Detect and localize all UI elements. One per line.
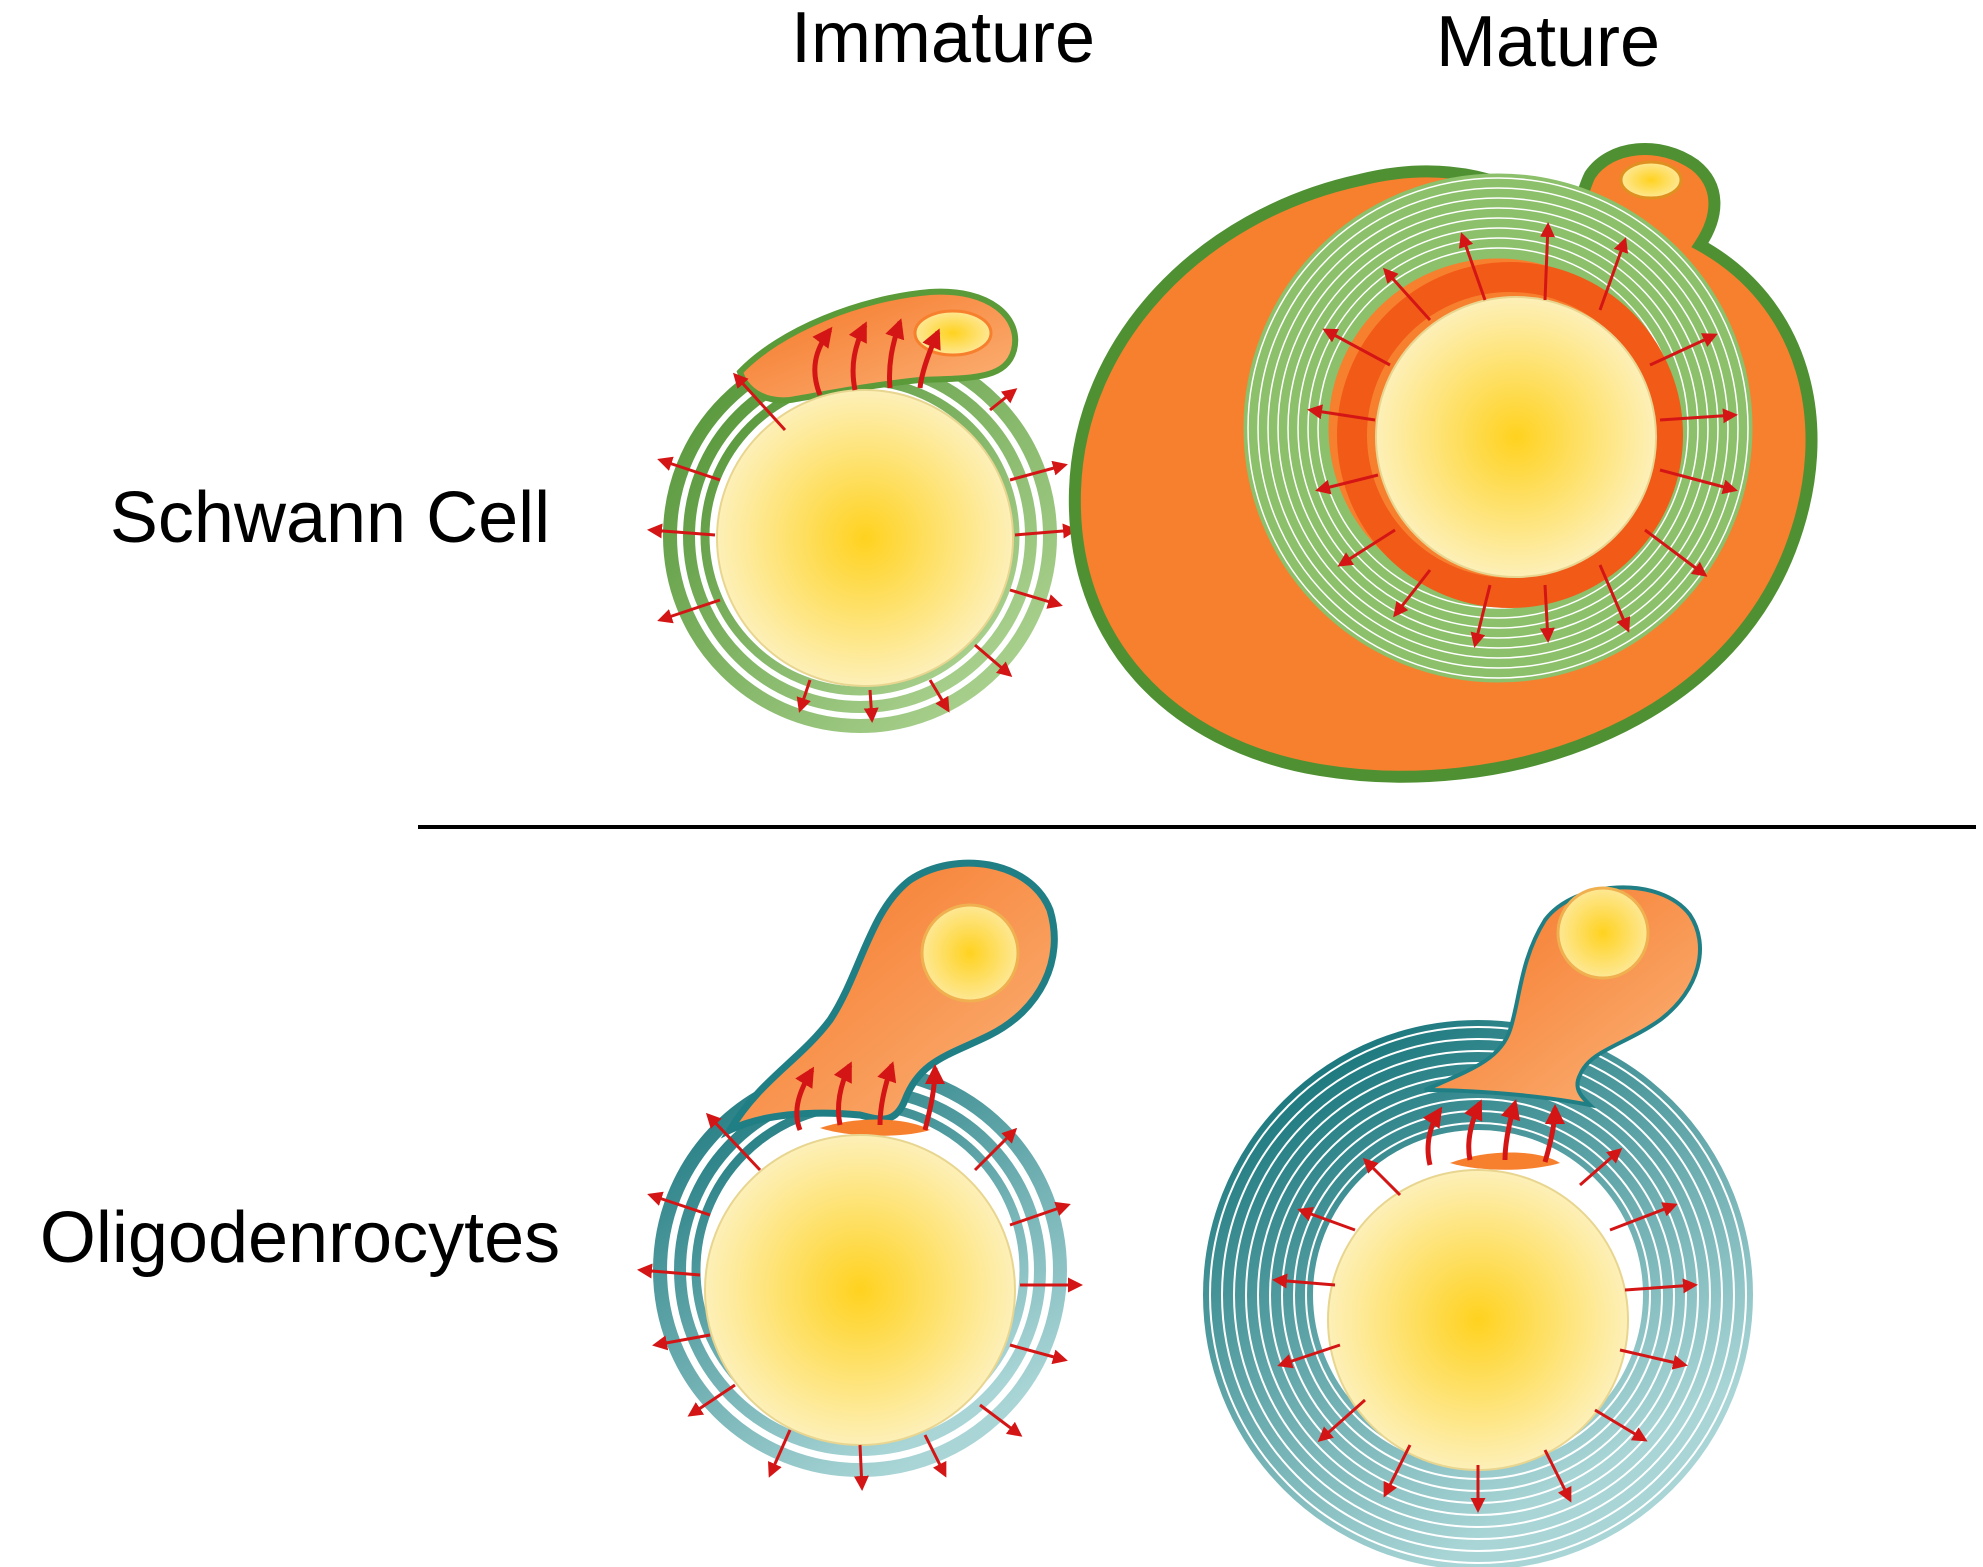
axon <box>1327 1169 1629 1471</box>
schwann-cell-immature <box>647 288 1078 733</box>
row-label-schwann-cell: Schwann Cell <box>110 478 550 558</box>
signal-arrows-thick <box>812 318 941 396</box>
nucleus <box>1556 886 1650 980</box>
axon <box>716 389 1014 687</box>
myelin-layer <box>1257 187 1739 669</box>
myelin-compact-layers <box>1243 173 1753 683</box>
inner-cytoplasm <box>1337 262 1683 608</box>
signal-arrows <box>637 1112 1083 1491</box>
oligodendrocyte-process <box>720 859 1058 1139</box>
oligodendrocyte-immature <box>637 859 1083 1491</box>
nucleus <box>920 903 1020 1003</box>
myelin-layer <box>1221 1038 1735 1552</box>
myelin-layer <box>1307 237 1689 619</box>
column-header-mature: Mature <box>1436 2 1660 82</box>
signal-arrows <box>1272 1148 1698 1513</box>
myelin-layer <box>1233 1050 1723 1540</box>
myelin-layer <box>1287 217 1709 639</box>
nucleus <box>913 309 993 357</box>
axon <box>1375 296 1657 578</box>
row-label-oligodendrocytes: Oligodenrocytes <box>40 1198 560 1278</box>
myelin-layer <box>1277 207 1719 649</box>
myelin-layer <box>1267 197 1729 659</box>
myelin-layer <box>1297 227 1699 629</box>
signal-arrows <box>1307 222 1738 648</box>
oligodendrocyte-mature <box>1203 885 1753 1567</box>
signal-arrows <box>647 372 1078 723</box>
inner-cytoplasm <box>820 1119 930 1136</box>
nucleus <box>1619 160 1683 200</box>
myelin-layer <box>1247 177 1749 679</box>
axon <box>704 1134 1016 1446</box>
signal-arrows-thick <box>1422 1099 1565 1166</box>
myelin-layer <box>1209 1026 1747 1564</box>
inner-cytoplasm <box>1450 1152 1560 1170</box>
signal-arrows-thick <box>794 1061 945 1131</box>
schwann-cell-mature <box>1068 143 1818 783</box>
column-header-immature: Immature <box>791 0 1095 78</box>
